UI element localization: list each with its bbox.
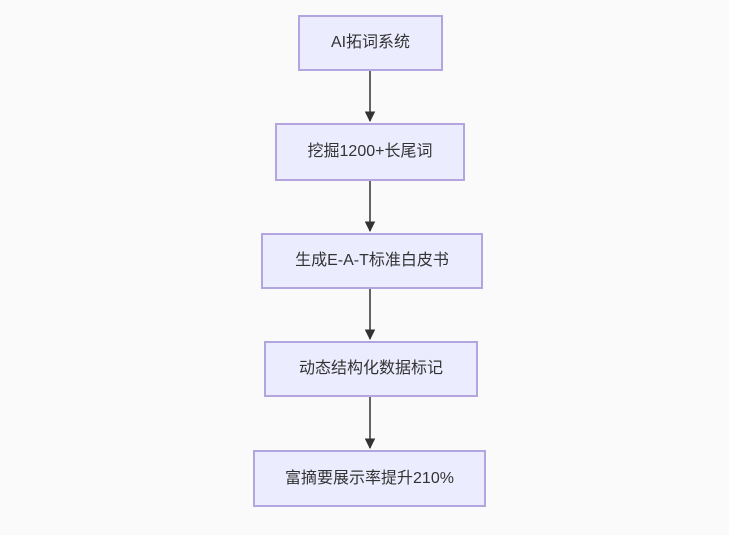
flow-node-label: 生成E-A-T标准白皮书 [295,252,449,269]
flow-node-longtail-mining: 挖掘1200+长尾词 [275,123,465,181]
flow-node-label: 动态结构化数据标记 [298,360,443,377]
flow-node-ai-keyword-system: AI拓词系统 [298,15,443,71]
flow-node-structured-data: 动态结构化数据标记 [264,341,478,397]
flow-node-label: AI拓词系统 [330,34,411,51]
flow-node-label: 富摘要展示率提升210% [285,469,454,487]
flow-node-eat-whitepaper: 生成E-A-T标准白皮书 [261,233,483,289]
flow-node-label: 挖掘1200+长尾词 [307,143,433,160]
flow-node-rich-snippet-result: 富摘要展示率提升210% [253,450,486,507]
